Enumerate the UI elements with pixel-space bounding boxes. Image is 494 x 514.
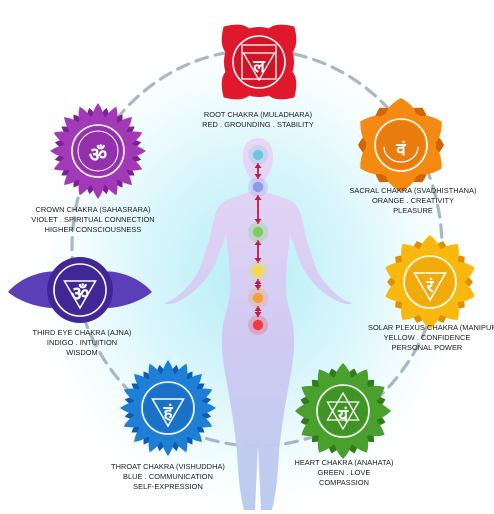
- heart-chakra-traits: GREEN . LOVE: [282, 468, 406, 478]
- root-chakra-name: ROOT CHAKRA (MULADHARA): [178, 110, 338, 120]
- throat-chakra-trait-2: SELF-EXPRESSION: [106, 482, 230, 492]
- crown-chakra-name: CROWN CHAKRA (SAHASRARA): [25, 205, 161, 215]
- third-eye-chakra-label: THIRD EYE CHAKRA (AJNA) INDIGO . INTUITI…: [20, 328, 144, 358]
- solar-plexus-chakra-traits: YELLOW . CONFIDENCE: [368, 333, 486, 343]
- sacral-chakra-name: SACRAL CHAKRA (SVADHISTHANA): [338, 186, 488, 196]
- heart-bija-symbol: यं: [337, 406, 349, 426]
- chakra-point: [253, 227, 263, 237]
- throat-chakra-name: THROAT CHAKRA (VISHUDDHA): [106, 462, 230, 472]
- solar-chakra-lotus: रं: [385, 235, 474, 329]
- root-chakra-label: ROOT CHAKRA (MULADHARA) RED . GROUNDING …: [178, 110, 338, 130]
- sacral-bija-symbol: वं: [395, 140, 407, 160]
- solar-bija-symbol: रं: [426, 277, 435, 297]
- third-eye-chakra-trait-2: WISDOM: [20, 348, 144, 358]
- solar-plexus-chakra-name: SOLAR PLEXUS CHAKRA (MANIPURA): [368, 323, 486, 333]
- root-chakra-lotus: ल: [222, 25, 297, 100]
- heart-chakra-label: HEART CHAKRA (ANAHATA) GREEN . LOVE COMP…: [282, 458, 406, 488]
- chakra-point: [253, 182, 263, 192]
- solar-plexus-chakra-label: SOLAR PLEXUS CHAKRA (MANIPURA) YELLOW . …: [368, 323, 486, 353]
- sacral-chakra-traits: ORANGE . CREATIVITY: [338, 196, 488, 206]
- chakra-point: [253, 293, 263, 303]
- throat-chakra-lotus: हं: [120, 360, 216, 456]
- heart-chakra-lotus: यं: [295, 363, 391, 459]
- third-eye-chakra-name: THIRD EYE CHAKRA (AJNA): [20, 328, 144, 338]
- sacral-chakra-label: SACRAL CHAKRA (SVADHISTHANA) ORANGE . CR…: [338, 186, 488, 216]
- chakra-point: [253, 266, 263, 276]
- thirdeye-bija-symbol: ॐ: [71, 282, 89, 306]
- crown-chakra-lotus: ॐ: [50, 103, 146, 199]
- thirdeye-chakra-lotus: ॐ: [8, 257, 152, 323]
- chakra-point: [253, 150, 263, 160]
- throat-bija-symbol: हं: [162, 403, 173, 423]
- third-eye-chakra-traits: INDIGO . INTUITION: [20, 338, 144, 348]
- chakra-point: [253, 320, 263, 330]
- crown-bija-symbol: ॐ: [89, 143, 107, 167]
- heart-chakra-trait-2: COMPASSION: [282, 478, 406, 488]
- crown-chakra-traits: VIOLET . SPIRITUAL CONNECTION: [25, 215, 161, 225]
- crown-chakra-trait-2: HIGHER CONSCIOUSNESS: [25, 225, 161, 235]
- crown-chakra-label: CROWN CHAKRA (SAHASRARA) VIOLET . SPIRIT…: [25, 205, 161, 235]
- root-chakra-traits: RED . GROUNDING . STABILITY: [178, 120, 338, 130]
- sacral-chakra-trait-2: PLEASURE: [338, 206, 488, 216]
- solar-plexus-chakra-trait-2: PERSONAL POWER: [368, 343, 486, 353]
- root-bija-symbol: ल: [252, 57, 266, 77]
- heart-chakra-name: HEART CHAKRA (ANAHATA): [282, 458, 406, 468]
- throat-chakra-traits: BLUE . COMMUNICATION: [106, 472, 230, 482]
- throat-chakra-label: THROAT CHAKRA (VISHUDDHA) BLUE . COMMUNI…: [106, 462, 230, 492]
